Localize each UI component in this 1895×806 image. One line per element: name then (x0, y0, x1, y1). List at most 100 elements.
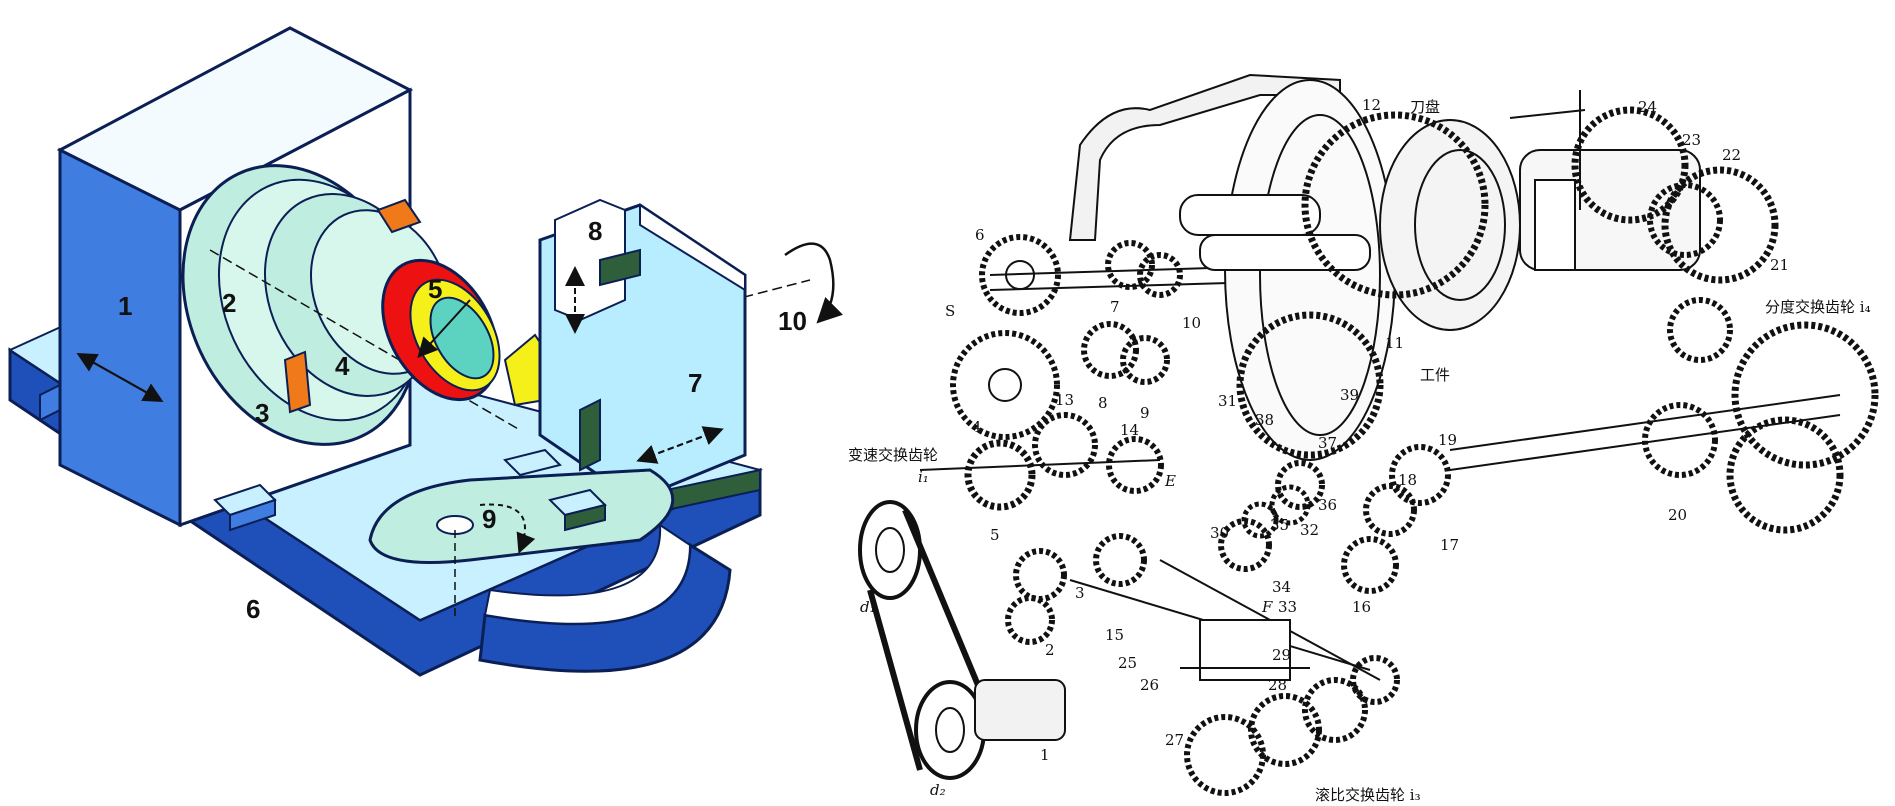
letter-d2: d₂ (930, 781, 946, 799)
num-2: 2 (1045, 641, 1055, 659)
gear-35 (1241, 501, 1279, 539)
num-29: 29 (1272, 646, 1291, 664)
num-12: 12 (1362, 96, 1381, 114)
gear-9 (1120, 335, 1170, 385)
gear-18 (1363, 483, 1417, 537)
num-37: 37 (1318, 434, 1337, 452)
num-18: 18 (1398, 471, 1417, 489)
gear-set (950, 106, 1879, 796)
label-2: 2 (222, 288, 236, 318)
gear-6 (979, 234, 1061, 316)
gear-ratio-4 (1350, 655, 1400, 705)
gear-S (950, 330, 1060, 440)
gear-3 (1013, 548, 1067, 602)
num-27: 27 (1165, 731, 1184, 749)
gear-12 (1301, 111, 1489, 299)
gear-8 (1081, 321, 1139, 379)
num-28: 28 (1268, 676, 1287, 694)
motor-1 (974, 679, 1066, 741)
text-speed-gear: 变速交换齿轮 (848, 446, 938, 464)
gear-index-small (1726, 416, 1844, 534)
label-1: 1 (118, 291, 132, 321)
label-4: 4 (335, 351, 350, 381)
num-33: 33 (1278, 598, 1297, 616)
right-gear-train-drawing (858, 73, 1879, 796)
num-34: 34 (1272, 578, 1291, 596)
num-14: 14 (1120, 421, 1139, 439)
pulley-d1 (858, 500, 922, 600)
num-1: 1 (1040, 746, 1050, 764)
gear-4 (964, 439, 1036, 511)
right-labels: 1 2 3 4 5 6 7 8 9 10 11 12 13 14 15 16 1… (848, 96, 1871, 804)
letter-e: E (1164, 472, 1176, 490)
num-26: 26 (1140, 676, 1159, 694)
text-ratio-gear: 滚比交换齿轮 i₃ (1315, 786, 1421, 804)
gear-ratio-2 (1248, 693, 1322, 767)
num-31: 31 (1218, 392, 1237, 410)
num-17: 17 (1440, 536, 1459, 554)
rotary-table-9 (368, 448, 675, 620)
text-workpiece: 工件 (1420, 366, 1450, 384)
gear-7 (1105, 240, 1155, 290)
gear-16 (1341, 536, 1399, 594)
letter-s: S (945, 302, 955, 320)
num-16: 16 (1352, 598, 1371, 616)
label-7: 7 (688, 368, 702, 398)
num-4: 4 (972, 418, 982, 436)
gear-30 (1218, 518, 1272, 572)
letter-i1: i₁ (918, 468, 929, 486)
letter-f: F (1261, 598, 1273, 616)
cradle-drum-inner (1259, 114, 1381, 436)
num-6: 6 (975, 226, 985, 244)
num-13: 13 (1055, 391, 1074, 409)
num-24: 24 (1638, 98, 1657, 116)
cutter-head-inner (1414, 149, 1506, 301)
num-19: 19 (1438, 431, 1457, 449)
work-head-7 (538, 198, 747, 502)
gear-13 (1032, 412, 1098, 478)
gear-2 (1005, 595, 1055, 645)
num-32: 32 (1300, 521, 1319, 539)
gear-15 (1093, 533, 1147, 587)
num-7: 7 (1110, 298, 1120, 316)
spindle-cylinder (1179, 194, 1321, 236)
gear-36 (1269, 484, 1311, 526)
left-machine-illustration: 1 2 3 4 5 6 7 8 9 10 (7, 26, 843, 677)
gear-24 (1571, 106, 1689, 224)
lever-handle (1509, 109, 1586, 119)
gear-ratio-3 (1302, 677, 1368, 743)
spindle-cylinder-2 (1199, 234, 1371, 271)
pulley-d2 (914, 680, 986, 780)
label-5: 5 (428, 274, 442, 304)
num-25: 25 (1118, 654, 1137, 672)
num-15: 15 (1105, 626, 1124, 644)
label-10: 10 (778, 306, 807, 336)
gear-index-large (1731, 321, 1879, 469)
gear-37 (1275, 460, 1325, 510)
gear-20 (1642, 402, 1718, 478)
letter-d1: d₁ (860, 598, 876, 616)
num-35: 35 (1270, 516, 1289, 534)
num-23: 23 (1682, 131, 1701, 149)
num-22: 22 (1722, 146, 1741, 164)
left-labels: 1 2 3 4 5 6 7 8 9 10 (118, 216, 807, 624)
num-39: 39 (1340, 386, 1359, 404)
label-8: 8 (588, 216, 602, 246)
gear-10 (1137, 252, 1183, 298)
label-6: 6 (246, 594, 260, 624)
num-21: 21 (1770, 256, 1789, 274)
num-20: 20 (1668, 506, 1687, 524)
num-36: 36 (1318, 496, 1337, 514)
text-index-gear: 分度交换齿轮 i₄ (1765, 298, 1871, 316)
num-10: 10 (1182, 314, 1201, 332)
gear-21 (1667, 297, 1733, 363)
gear-19 (1389, 444, 1451, 506)
gear-14 (1106, 436, 1164, 494)
gear-22 (1661, 166, 1779, 284)
num-38: 38 (1255, 411, 1274, 429)
red-cutter-ring (381, 258, 501, 402)
label-3: 3 (255, 398, 269, 428)
shaft-right (1449, 394, 1841, 451)
frame-arm (1068, 73, 1341, 241)
